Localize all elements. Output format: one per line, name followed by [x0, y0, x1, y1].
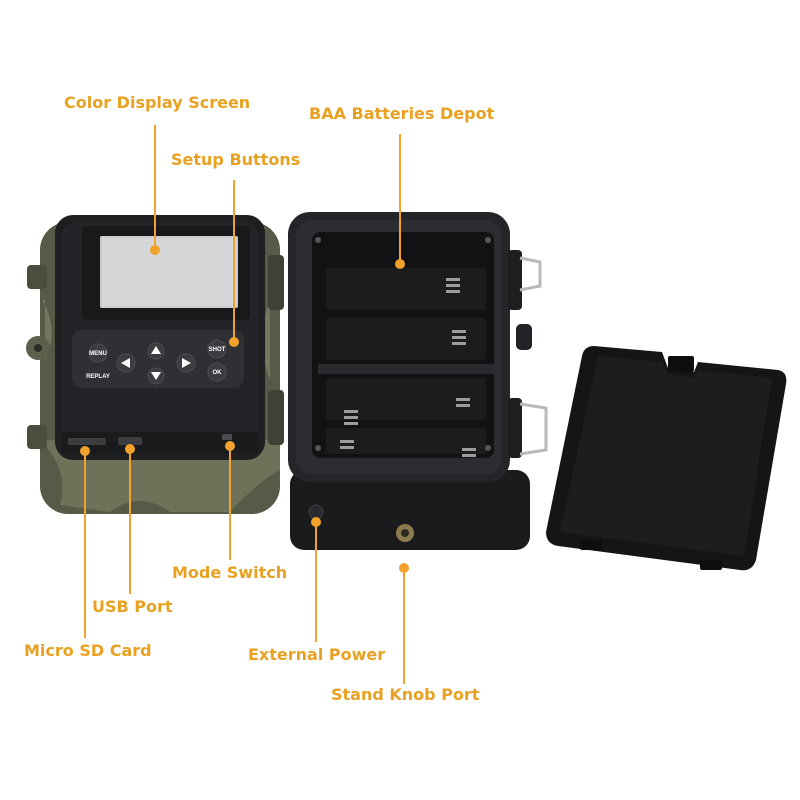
shot-button-label: SHOT [209, 347, 226, 353]
label-setup-buttons: Setup Buttons [171, 150, 301, 169]
micro-sd-slot [68, 438, 106, 445]
battery-door [546, 346, 787, 571]
usb-port-slot [118, 437, 142, 445]
label-stand-knob-port: Stand Knob Port [331, 685, 480, 704]
label-color-display-screen: Color Display Screen [64, 93, 251, 112]
mode-switch-slot [222, 434, 232, 440]
callout-dots [80, 245, 409, 573]
label-micro-sd-card: Micro SD Card [24, 641, 152, 660]
label-usb-port: USB Port [92, 597, 173, 616]
replay-button-label: REPLAY [86, 374, 110, 380]
label-baa-batteries-depot: BAA Batteries Depot [309, 104, 495, 123]
camera-front: MENU REPLAY SHOT OK [26, 215, 284, 514]
menu-button-label: MENU [89, 351, 107, 357]
battery-compartment [288, 212, 548, 550]
ok-button-label: OK [213, 370, 223, 376]
callout-leaders [84, 125, 405, 684]
label-external-power: External Power [248, 645, 386, 664]
label-mode-switch: Mode Switch [172, 563, 288, 582]
